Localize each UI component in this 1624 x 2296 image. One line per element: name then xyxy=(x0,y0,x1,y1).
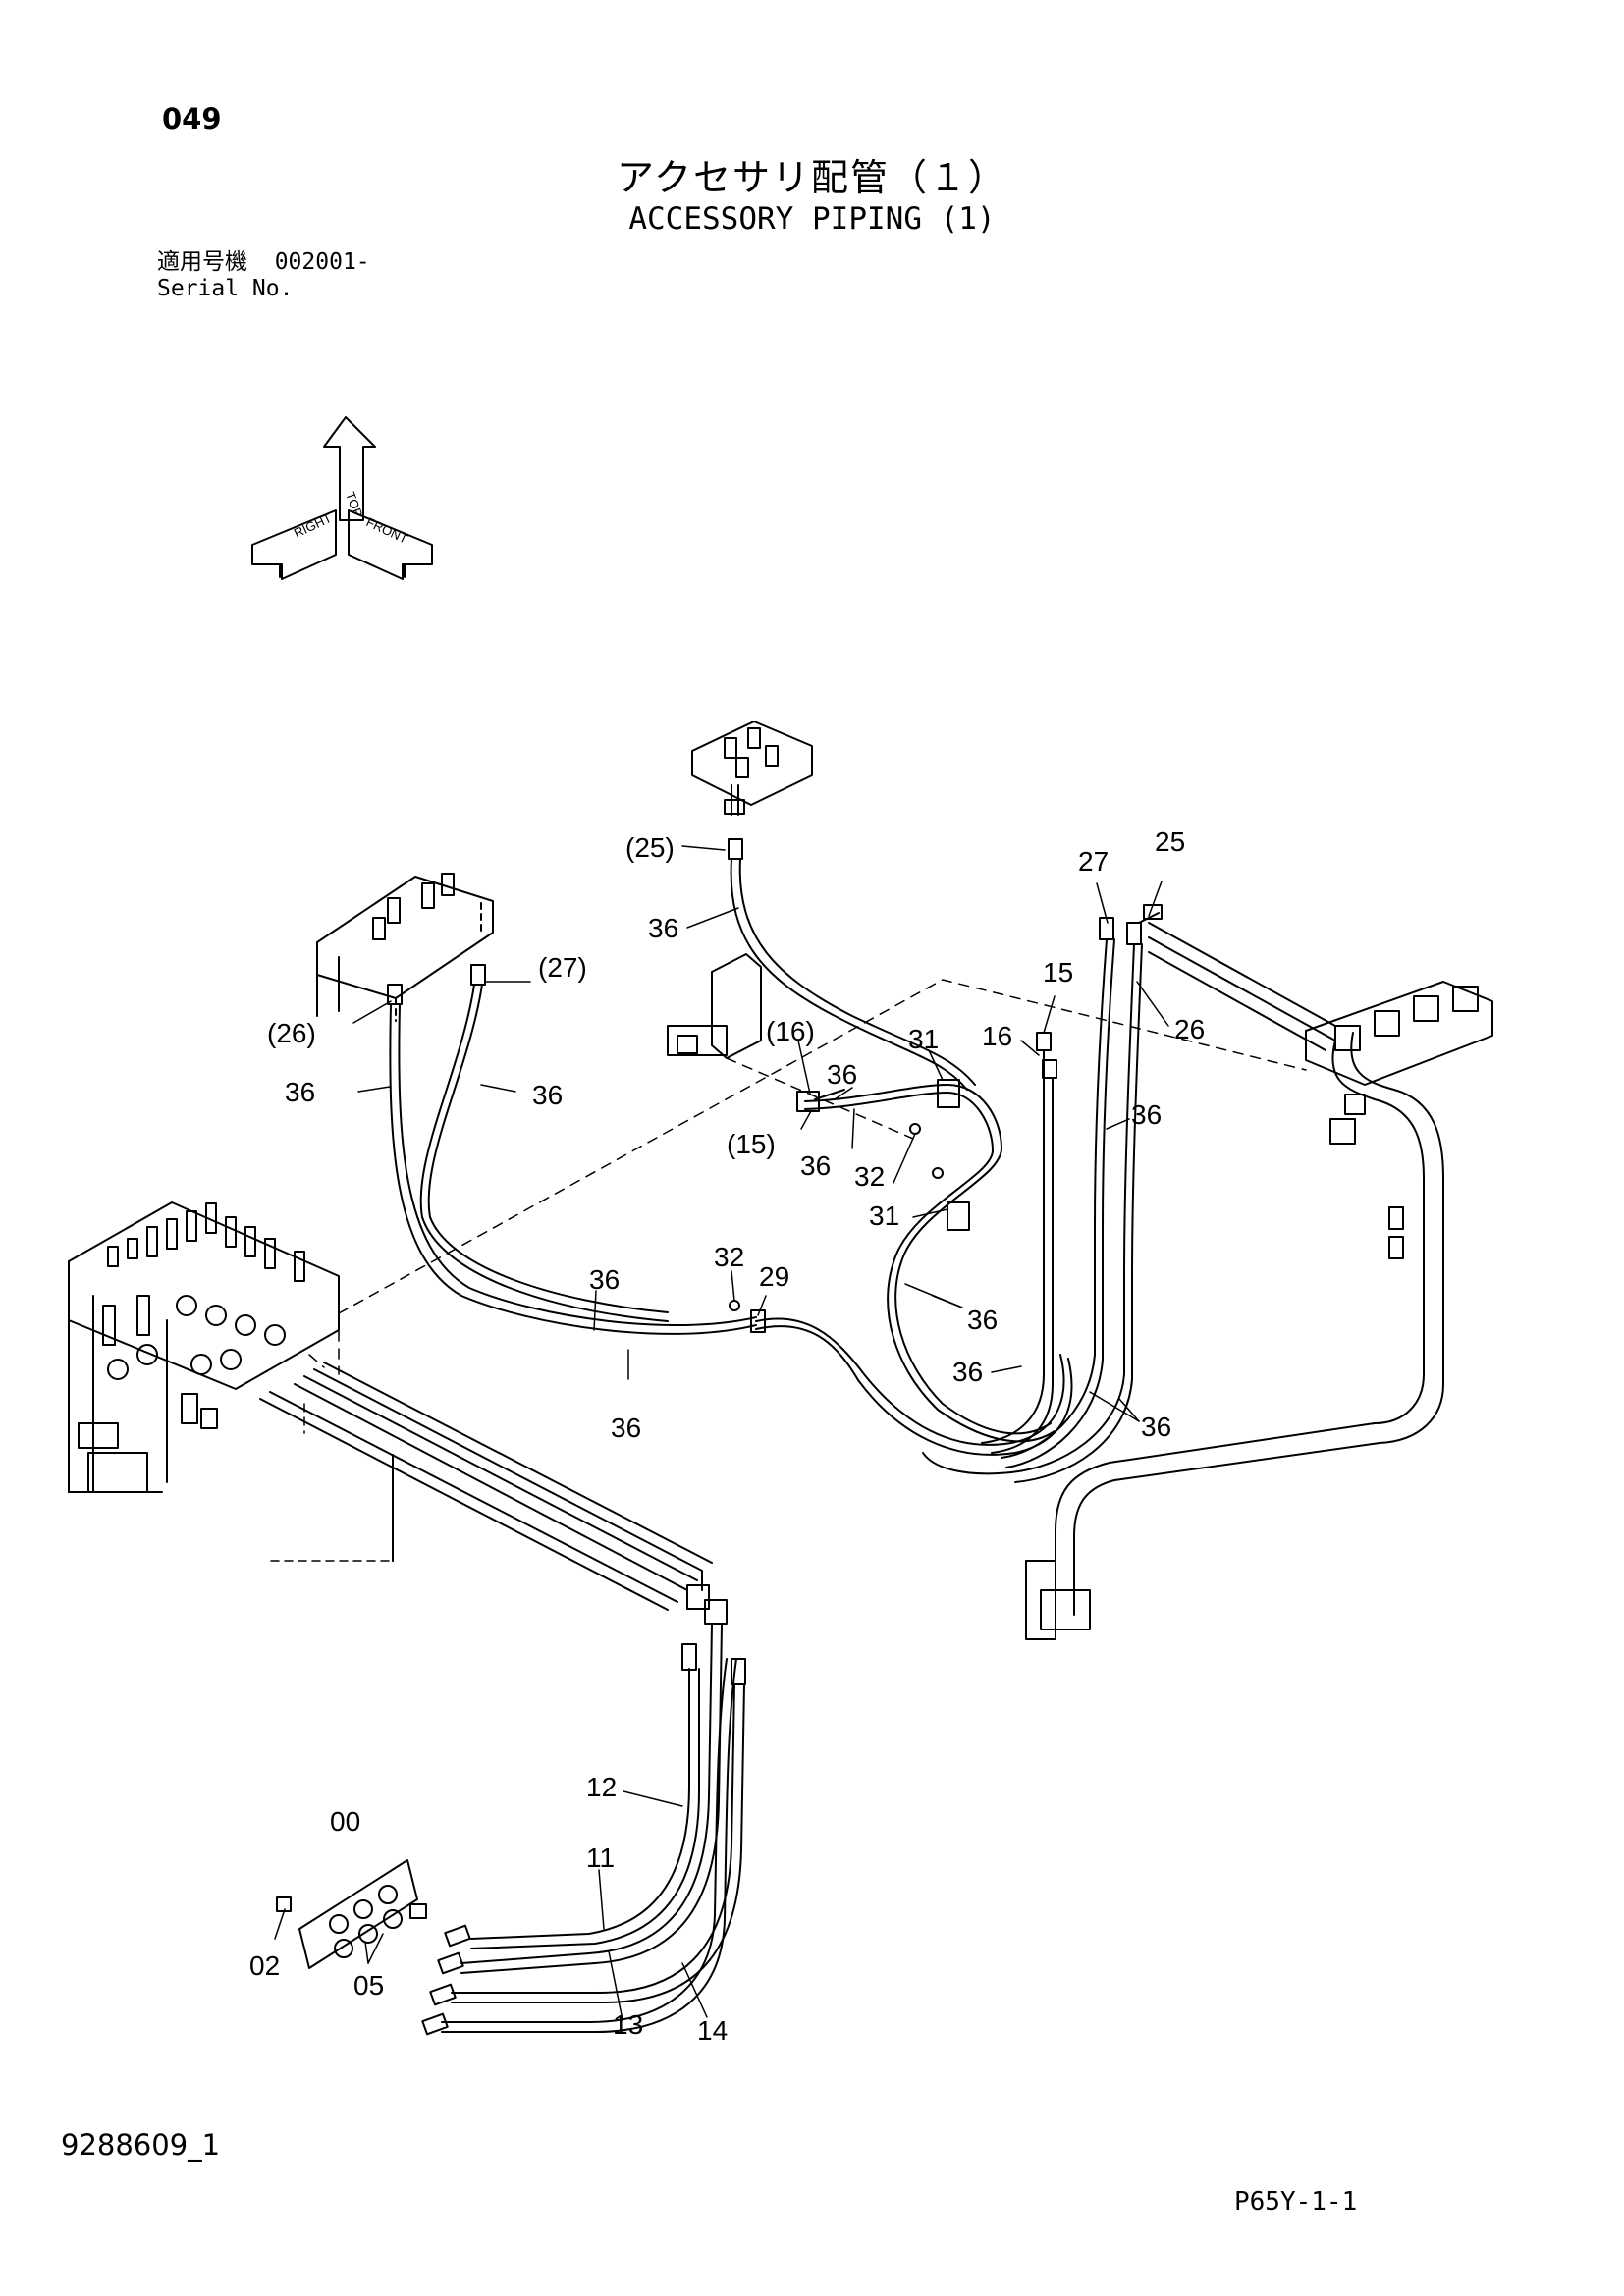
callout-36-bundle-a: 36 xyxy=(967,1305,998,1335)
title-english: ACCESSORY PIPING (1) xyxy=(628,201,996,237)
callout-02: 02 xyxy=(249,1950,280,1981)
control-valve-assembly xyxy=(68,1201,340,1493)
serial-block: 適用号機 002001- Serial No. xyxy=(157,249,370,302)
callout-36-right: 36 xyxy=(1131,1099,1162,1130)
callout-26-paren: (26) xyxy=(267,1018,316,1048)
callout-32-upper: 32 xyxy=(854,1161,885,1192)
port-plate xyxy=(276,1859,427,1969)
callout-05: 05 xyxy=(353,1970,384,2001)
callout-25-paren-top: (25) xyxy=(625,832,675,863)
title-japanese: アクセサリ配管（１） xyxy=(616,156,1008,199)
serial-value: 002001- xyxy=(274,249,370,275)
callout-29: 29 xyxy=(759,1261,789,1292)
callout-16: 16 xyxy=(982,1021,1012,1051)
callout-27: 27 xyxy=(1078,846,1109,877)
callout-25: 25 xyxy=(1155,827,1185,857)
callout-32-lower: 32 xyxy=(714,1242,744,1272)
callout-36-bottom-a: 36 xyxy=(589,1264,620,1295)
sheet-reference: P65Y-1-1 xyxy=(1234,2187,1358,2216)
callout-31-lower: 31 xyxy=(869,1201,899,1231)
callout-36-top-hose: 36 xyxy=(648,913,678,943)
left-port-block xyxy=(316,873,494,1022)
callout-15-paren: (15) xyxy=(727,1129,776,1159)
callout-14: 14 xyxy=(697,2015,728,2046)
hoses-left-block xyxy=(387,964,757,1335)
orientation-top-label: TOP xyxy=(343,490,365,519)
callout-00: 00 xyxy=(330,1806,360,1837)
callout-27-paren: (27) xyxy=(538,952,587,983)
center-hose-bundle xyxy=(729,1079,1073,1456)
orientation-indicator-icon: TOP RIGHT FRONT xyxy=(251,416,433,580)
callout-36-bundle-b: 36 xyxy=(952,1357,983,1387)
callout-36-bottom-b: 36 xyxy=(611,1413,641,1443)
orientation-front-label: FRONT xyxy=(364,514,410,547)
hoses-right-long xyxy=(922,904,1163,1483)
valve-to-ports-lines xyxy=(259,1362,713,1611)
middle-valve xyxy=(667,953,762,1059)
callout-13: 13 xyxy=(613,2009,643,2040)
lower-hoses xyxy=(421,1584,746,2036)
document-number: 9288609_1 xyxy=(61,2128,221,2162)
callout-36-left-b: 36 xyxy=(532,1080,563,1110)
callout-36-left-a: 36 xyxy=(285,1077,315,1107)
leader-lines xyxy=(274,845,1169,2021)
callout-31-upper: 31 xyxy=(908,1024,939,1054)
top-bracket xyxy=(691,721,813,816)
page-number: 049 xyxy=(162,102,222,135)
callout-36-center-b: 36 xyxy=(800,1150,831,1181)
callout-36-center-a: 36 xyxy=(827,1059,857,1090)
serial-label-ja: 適用号機 xyxy=(157,249,247,275)
callout-labels: (25) 36 27 25 (27) (26) 36 36 15 16 26 (… xyxy=(249,827,1205,2046)
serial-label-en: Serial No. xyxy=(157,276,294,301)
callout-26: 26 xyxy=(1174,1014,1205,1044)
orientation-right-label: RIGHT xyxy=(292,510,334,541)
callout-36-bundle-c: 36 xyxy=(1141,1412,1171,1442)
callout-12: 12 xyxy=(586,1772,617,1802)
callout-16-paren: (16) xyxy=(766,1016,815,1046)
callout-15: 15 xyxy=(1043,957,1073,988)
hose-top-bracket xyxy=(728,838,976,1091)
callout-11: 11 xyxy=(586,1842,615,1873)
right-pipe-assembly xyxy=(1025,922,1493,1640)
